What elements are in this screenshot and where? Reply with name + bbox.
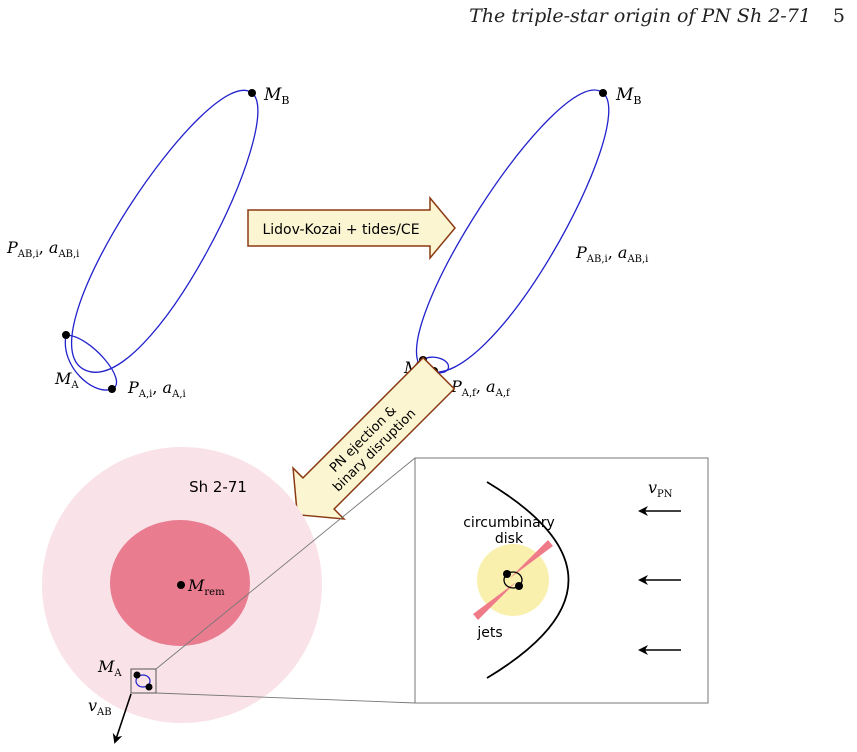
binary-zoom-box	[130, 668, 157, 694]
disk-label-line2: disk	[495, 531, 524, 547]
nebula-name: Sh 2-71	[189, 478, 247, 496]
panel-initial: MB PAB,i, aAB,i MA PA,i, aA,i	[6, 85, 290, 400]
arrow-evolution: Lidov-Kozai + tides/CE	[247, 195, 456, 261]
star-a1-initial	[62, 331, 70, 339]
arrow-evolution-label: Lidov-Kozai + tides/CE	[262, 222, 419, 238]
label-inner-orbit-initial: PA,i, aA,i	[127, 378, 186, 400]
label-outer-orbit-final: PAB,i, aAB,i	[575, 243, 648, 265]
inset-panel: circumbinary disk jets vPN	[414, 457, 709, 704]
label-remnant: Mrem	[187, 576, 225, 598]
bow-shock	[486, 481, 570, 679]
label-wind-velocity: vPN	[648, 478, 673, 500]
binary-star-2	[145, 683, 153, 691]
label-mass-b-initial: MB	[263, 85, 290, 107]
jet-upper	[510, 540, 553, 578]
inset-star-2	[515, 582, 523, 590]
zoom-line-top	[155, 457, 416, 670]
label-mass-a-nebula: MA	[97, 657, 122, 679]
disk-label-line1: circumbinary	[463, 515, 555, 531]
label-inner-orbit-final: PA,f, aA,f	[450, 377, 511, 399]
nebula: Sh 2-71 Mrem MA vAB	[42, 447, 322, 744]
page-number: 5	[832, 5, 845, 27]
star-b-initial	[248, 89, 256, 97]
remnant-star	[177, 581, 185, 589]
running-title: The triple-star origin of PN Sh 2-71	[469, 5, 811, 27]
inset-binary-orbit	[503, 571, 523, 589]
label-outer-orbit-initial: PAB,i, aAB,i	[6, 238, 79, 260]
velocity-arrow	[112, 693, 132, 744]
binary-orbit-small	[135, 674, 151, 688]
zoom-line-bottom	[155, 692, 416, 704]
inset-star-1	[503, 570, 511, 578]
star-b-final	[599, 89, 607, 97]
label-mass-b-final: MB	[615, 85, 642, 107]
star-a2-initial	[108, 385, 116, 393]
label-mass-a-initial: MA	[54, 369, 79, 391]
outer-orbit-initial	[70, 89, 259, 373]
jets-label: jets	[476, 625, 502, 641]
binary-star-1	[133, 671, 141, 679]
running-header: The triple-star origin of PN Sh 2-71 5	[469, 5, 845, 27]
label-velocity: vAB	[88, 696, 112, 718]
jet-lower	[473, 582, 516, 620]
